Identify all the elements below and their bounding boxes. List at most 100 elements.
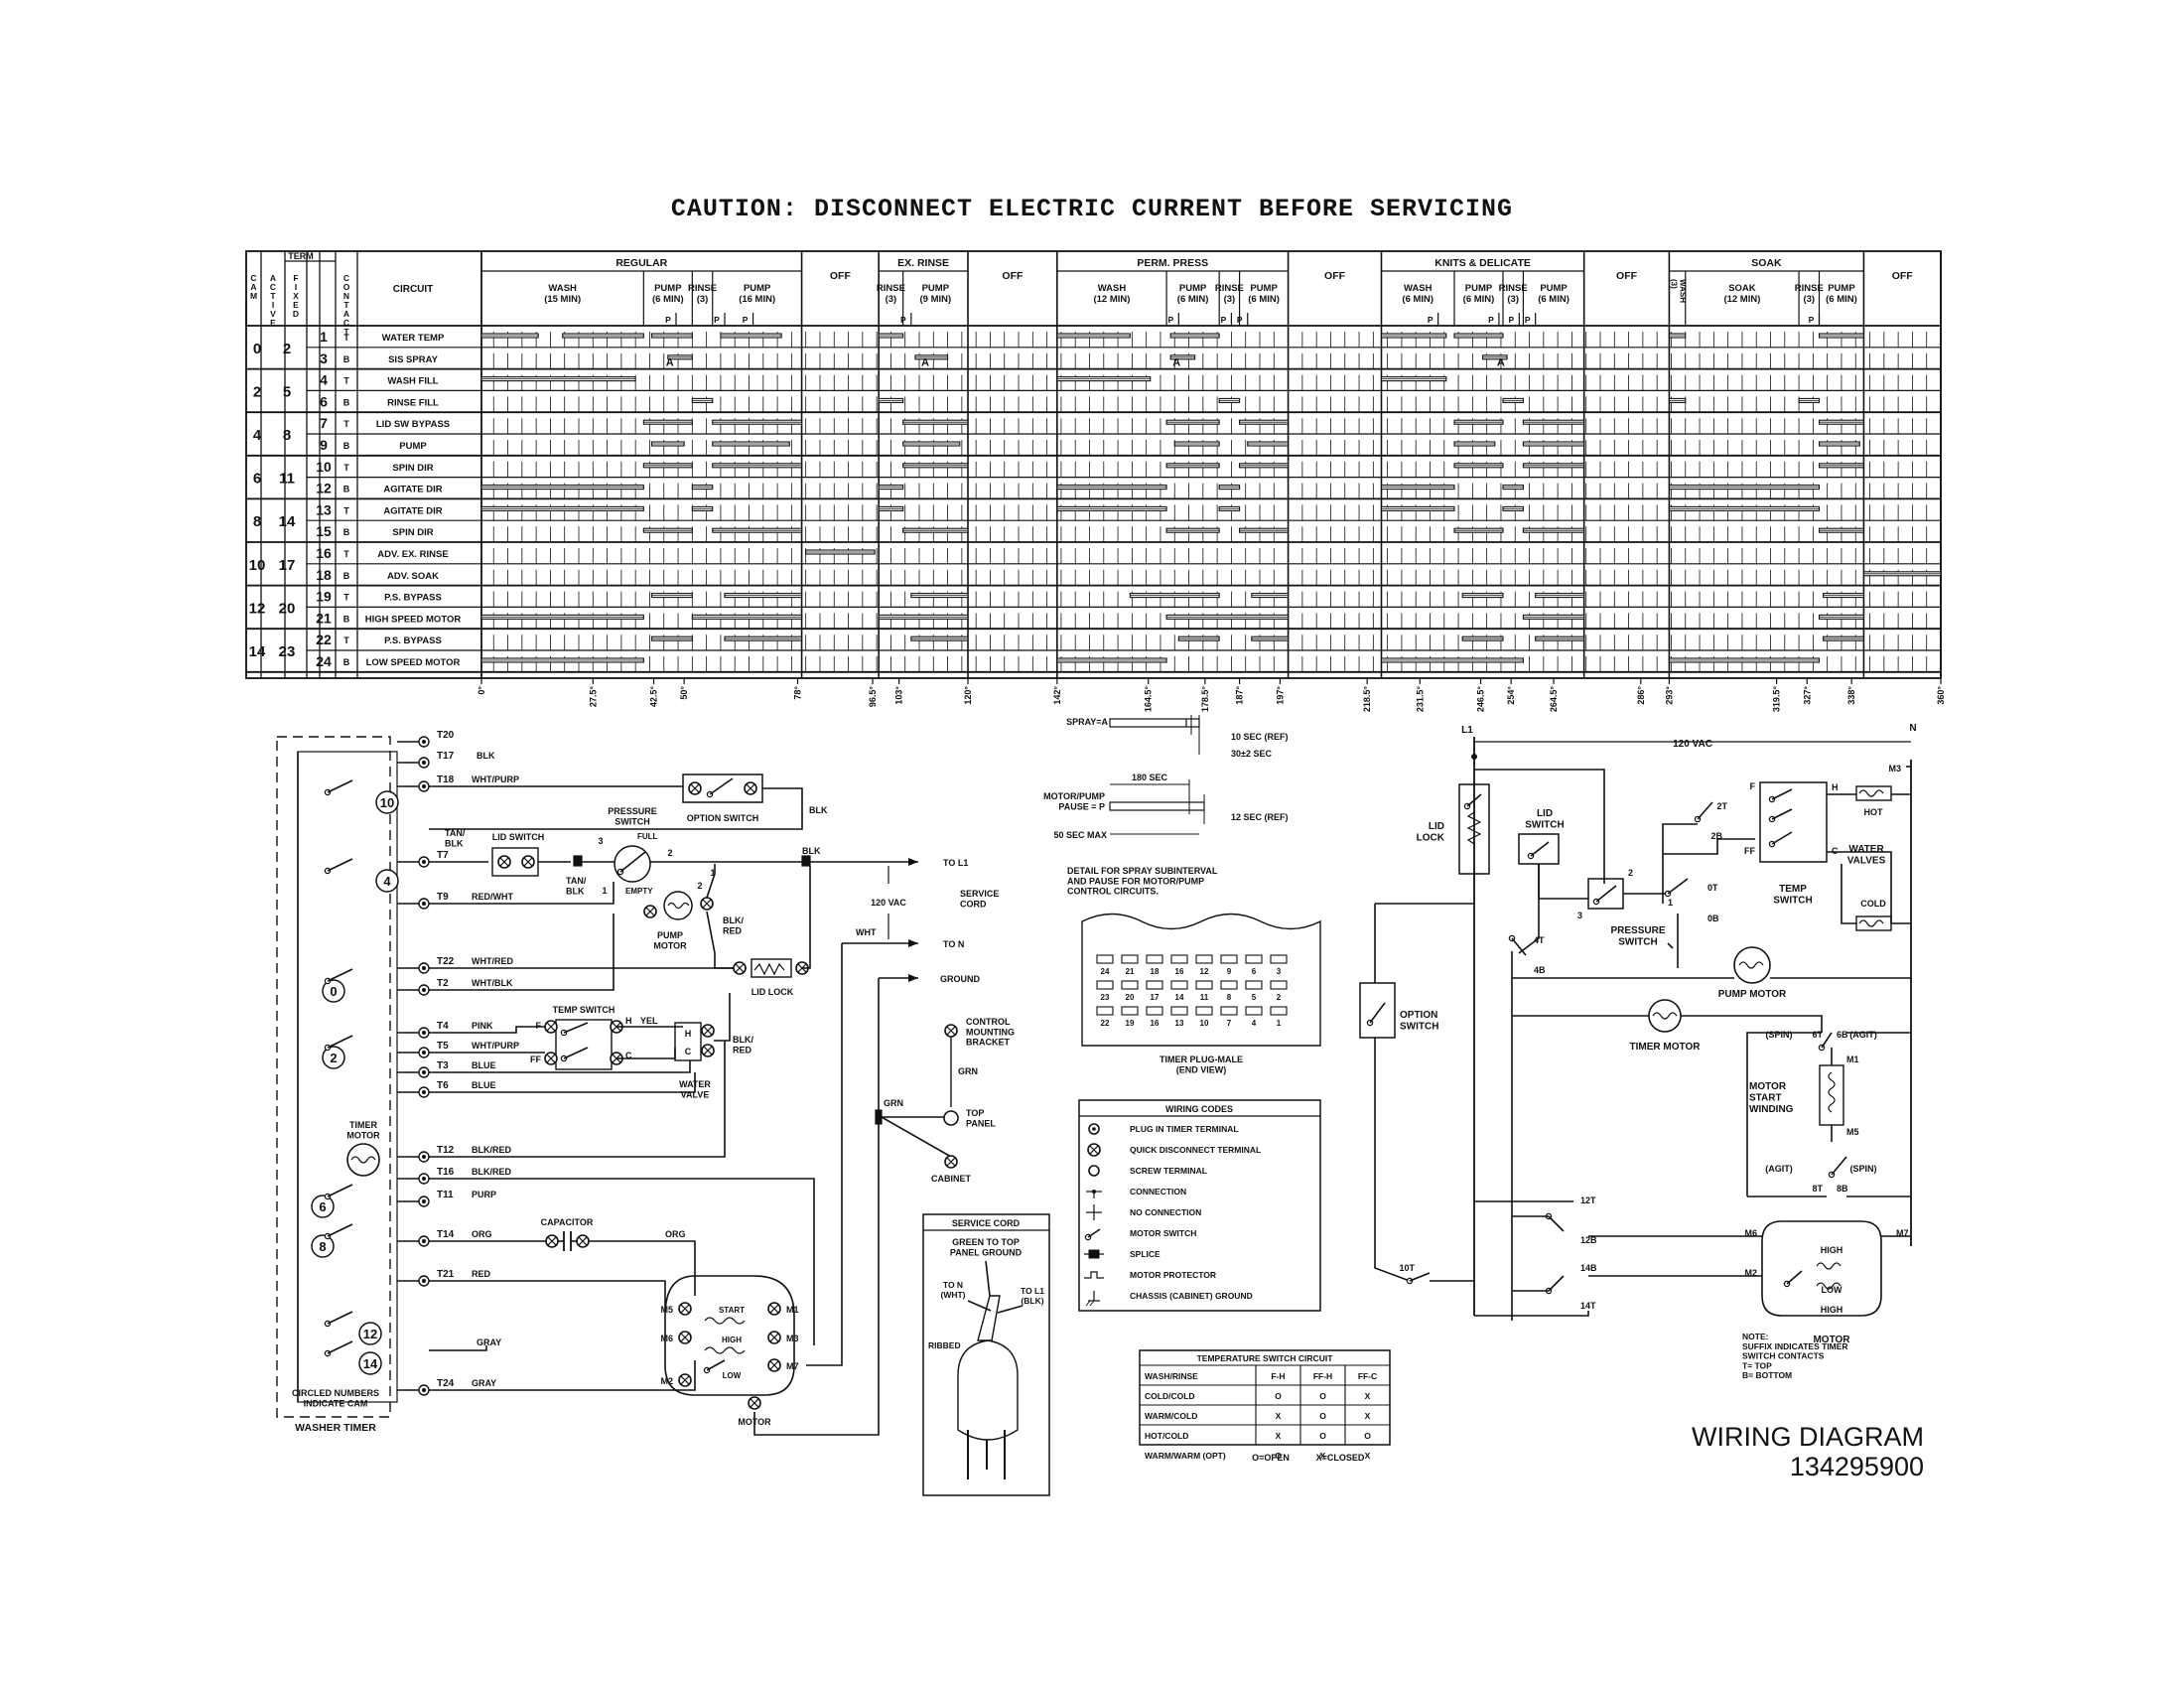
cam-switch-blade bbox=[327, 1184, 353, 1197]
temp-switch-table bbox=[1139, 1349, 1391, 1446]
terminal-cross bbox=[499, 857, 509, 867]
arrow-head bbox=[908, 939, 918, 947]
degree-label: 187° bbox=[1235, 686, 1245, 705]
terminal-number: 2 bbox=[667, 848, 672, 858]
plug-in-terminal-dot bbox=[422, 740, 426, 744]
temp-switch-contact bbox=[563, 1047, 589, 1059]
wire-wht-label: WHT bbox=[856, 927, 877, 937]
plug-in-terminal-dot bbox=[422, 1090, 426, 1094]
plug-pin bbox=[1096, 1006, 1114, 1016]
to-l1-label: TO L1 bbox=[943, 858, 968, 868]
plug-pin-number: 14 bbox=[1175, 993, 1184, 1002]
degree-label: 142° bbox=[1052, 686, 1062, 705]
plug-pin-number: 12 bbox=[1200, 967, 1209, 976]
timer-internal-bus bbox=[297, 751, 398, 1403]
plug-in-terminal-dot bbox=[422, 1051, 426, 1055]
coil-glyph bbox=[1816, 1282, 1842, 1290]
option-switch-contact bbox=[709, 777, 734, 795]
plug-pin bbox=[1245, 954, 1263, 964]
cycle-name: KNITS & DELICATE bbox=[1434, 257, 1531, 269]
plug-pin bbox=[1170, 954, 1188, 964]
wire-color-label: WHT/PURP bbox=[472, 1041, 519, 1051]
terminal-number: 3 bbox=[1577, 911, 1582, 920]
contact-letter: B bbox=[343, 571, 350, 581]
plug-pin bbox=[1096, 980, 1114, 990]
pause-mark: P bbox=[1221, 315, 1227, 325]
spray-mark: A bbox=[1172, 357, 1180, 369]
wire-color-label: ORG bbox=[472, 1229, 492, 1239]
winding-glyph bbox=[704, 1346, 746, 1354]
terminal-cross bbox=[546, 1054, 556, 1063]
spray-label: SPRAY=A bbox=[1066, 717, 1108, 727]
contact-letter: T bbox=[343, 593, 349, 603]
timer-motor-symbol bbox=[1648, 999, 1682, 1033]
circuit-name: ADV. SOAK bbox=[387, 571, 439, 582]
subinterval-label: WASH(6 MIN) bbox=[1402, 283, 1433, 305]
wire bbox=[1841, 864, 1856, 924]
max-50-label: 50 SEC MAX bbox=[1053, 830, 1107, 840]
contact-label: 0T bbox=[1707, 883, 1718, 893]
cam-number: 0 bbox=[330, 984, 337, 999]
active-terminal: 20 bbox=[279, 600, 296, 617]
pressure-switch-contact bbox=[1595, 885, 1617, 903]
plug-pin-number: 18 bbox=[1151, 967, 1160, 976]
fixed-terminal: 22 bbox=[316, 632, 332, 647]
spin-label: (SPIN) bbox=[1766, 1030, 1793, 1040]
plug-pin bbox=[1121, 954, 1139, 964]
terminal-id: T20 bbox=[437, 730, 455, 741]
wire-tan-blk-label: TAN/BLK bbox=[445, 828, 466, 848]
plug-pin bbox=[1146, 954, 1163, 964]
plug-in-terminal-dot bbox=[422, 1070, 426, 1074]
fixed-terminal: 18 bbox=[316, 567, 332, 583]
terminal-id: T11 bbox=[437, 1190, 454, 1200]
temp-table-cell: O bbox=[1319, 1431, 1326, 1441]
fixed-terminal: 10 bbox=[316, 459, 332, 475]
wire bbox=[1662, 823, 1698, 904]
wire bbox=[714, 993, 731, 1042]
start-winding-label: START bbox=[719, 1306, 745, 1315]
vac-label: 120 VAC bbox=[871, 898, 906, 908]
cam-switch-blade bbox=[327, 1340, 353, 1354]
term-header: TERM bbox=[288, 251, 314, 261]
spray-mark: A bbox=[921, 357, 929, 369]
cam-number: 6 bbox=[253, 471, 261, 488]
low-winding-label: LOW bbox=[723, 1371, 742, 1380]
hot-label: HOT bbox=[1864, 807, 1884, 817]
capacitor-label: CAPACITOR bbox=[541, 1217, 594, 1227]
motor-terminal-label: M1 bbox=[786, 1305, 799, 1315]
wire-blk bbox=[429, 787, 803, 830]
contact-label: 0B bbox=[1707, 914, 1719, 923]
water-valve-box bbox=[674, 1022, 702, 1061]
fixed-terminal: 24 bbox=[316, 653, 332, 669]
coil-glyph bbox=[1738, 961, 1764, 969]
plug-pin-number: 2 bbox=[1277, 993, 1282, 1002]
cord-to-n: TO N(WHT) bbox=[940, 1280, 965, 1300]
cam-number: 2 bbox=[330, 1051, 337, 1065]
timer-contact-0 bbox=[1667, 878, 1689, 895]
temp-table-header: WASH/RINSE bbox=[1145, 1371, 1198, 1381]
switch-letter: F bbox=[1750, 781, 1756, 791]
contact-letter: T bbox=[343, 549, 349, 559]
code-symbol bbox=[1087, 1228, 1101, 1238]
wire-blue bbox=[429, 1072, 696, 1093]
diagram-title: WIRING DIAGRAM bbox=[1692, 1422, 1924, 1452]
degree-label: 78° bbox=[793, 686, 803, 700]
pressure-full-label: FULL bbox=[637, 832, 658, 841]
motor-protector-label: M3 bbox=[1888, 764, 1901, 774]
coil-glyph bbox=[1858, 919, 1884, 927]
terminal-cross bbox=[746, 783, 755, 793]
temp-table-cell: HOT/COLD bbox=[1145, 1431, 1188, 1441]
wiring-code-item: PLUG IN TIMER TERMINAL bbox=[1130, 1124, 1239, 1134]
plug-pin bbox=[1270, 980, 1288, 990]
plug-pin-number: 23 bbox=[1101, 993, 1110, 1002]
contact-letter: T bbox=[343, 333, 349, 343]
terminal-id: T2 bbox=[437, 978, 449, 989]
plug-body bbox=[957, 1339, 1019, 1441]
plug-pin-number: 19 bbox=[1126, 1019, 1135, 1028]
